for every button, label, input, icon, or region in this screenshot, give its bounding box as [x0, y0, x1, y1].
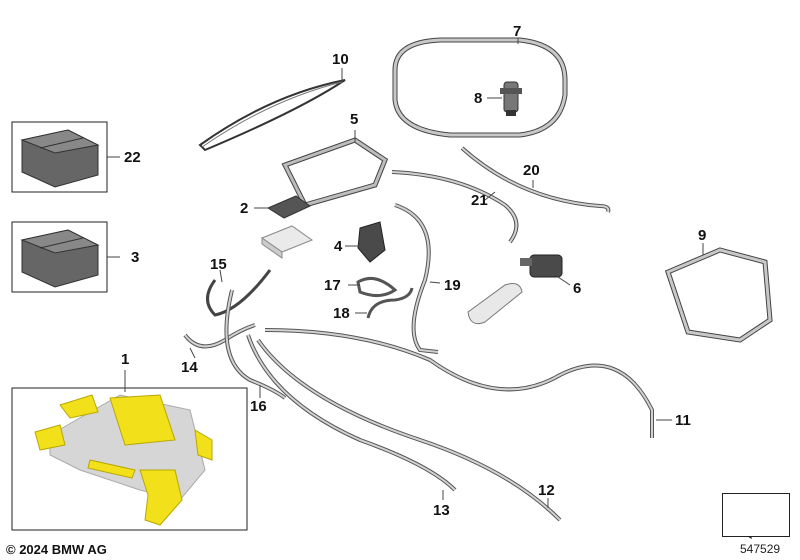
callout-17: 17: [324, 277, 341, 294]
part-5-square-gasket[interactable]: [281, 137, 389, 208]
callout-4: 4: [334, 238, 343, 255]
part-15-hose[interactable]: [206, 269, 272, 317]
callout-1: 1: [121, 351, 130, 368]
part-12-hose[interactable]: [256, 338, 562, 522]
callout-15: 15: [210, 256, 227, 273]
callout-9: 9: [698, 227, 707, 244]
callout-12: 12: [538, 482, 555, 499]
part-20-hose[interactable]: [460, 146, 611, 213]
part-19-hose[interactable]: [394, 203, 439, 354]
copyright-text: © 2024 BMW AG: [6, 542, 107, 557]
part-4-fuel-pump[interactable]: [357, 221, 386, 263]
callout-20: 20: [523, 162, 540, 179]
leader-21: [484, 191, 496, 201]
part-17-hose[interactable]: [356, 276, 398, 297]
callout-8: 8: [474, 90, 483, 107]
part-8-valve[interactable]: [500, 81, 522, 116]
part-1-insulation-mat[interactable]: [34, 394, 213, 526]
diagram-id: 547529: [740, 542, 781, 556]
leader-19: [429, 281, 441, 284]
callout-5: 5: [350, 111, 359, 128]
part-14-hose[interactable]: [183, 323, 256, 349]
navigation-box[interactable]: [722, 493, 790, 537]
callout-13: 13: [433, 502, 450, 519]
part-13-hose[interactable]: [246, 334, 457, 492]
part-16-hose[interactable]: [224, 289, 287, 400]
callout-2: 2: [240, 200, 249, 217]
part-2-filter-pad[interactable]: [260, 195, 314, 259]
callout-18: 18: [333, 305, 350, 322]
part-10-seal-strip[interactable]: [198, 79, 346, 152]
callout-11: 11: [675, 412, 691, 429]
callout-22: 22: [124, 149, 141, 166]
leader-6: [554, 274, 571, 286]
part-9-gasket[interactable]: [664, 247, 773, 343]
callout-10: 10: [332, 51, 349, 68]
fuel-filter[interactable]: [467, 283, 523, 325]
callout-3: 3: [131, 249, 140, 266]
part-22-kit-box[interactable]: [20, 129, 100, 188]
callout-16: 16: [250, 398, 267, 415]
leader-15: [219, 269, 223, 283]
callout-6: 6: [573, 280, 582, 297]
part-18-hose[interactable]: [366, 287, 414, 319]
callout-21: 21: [471, 192, 488, 209]
leader-14: [189, 347, 196, 359]
part-7-tank-gasket[interactable]: [392, 37, 568, 138]
part-3-kit-box[interactable]: [20, 229, 100, 288]
part-11-hose[interactable]: [264, 328, 654, 438]
callout-14: 14: [181, 359, 198, 376]
part-21-hose[interactable]: [391, 170, 519, 244]
part-6-pressure-regulator[interactable]: [520, 254, 563, 278]
callout-19: 19: [444, 277, 461, 294]
callout-7: 7: [513, 23, 522, 40]
